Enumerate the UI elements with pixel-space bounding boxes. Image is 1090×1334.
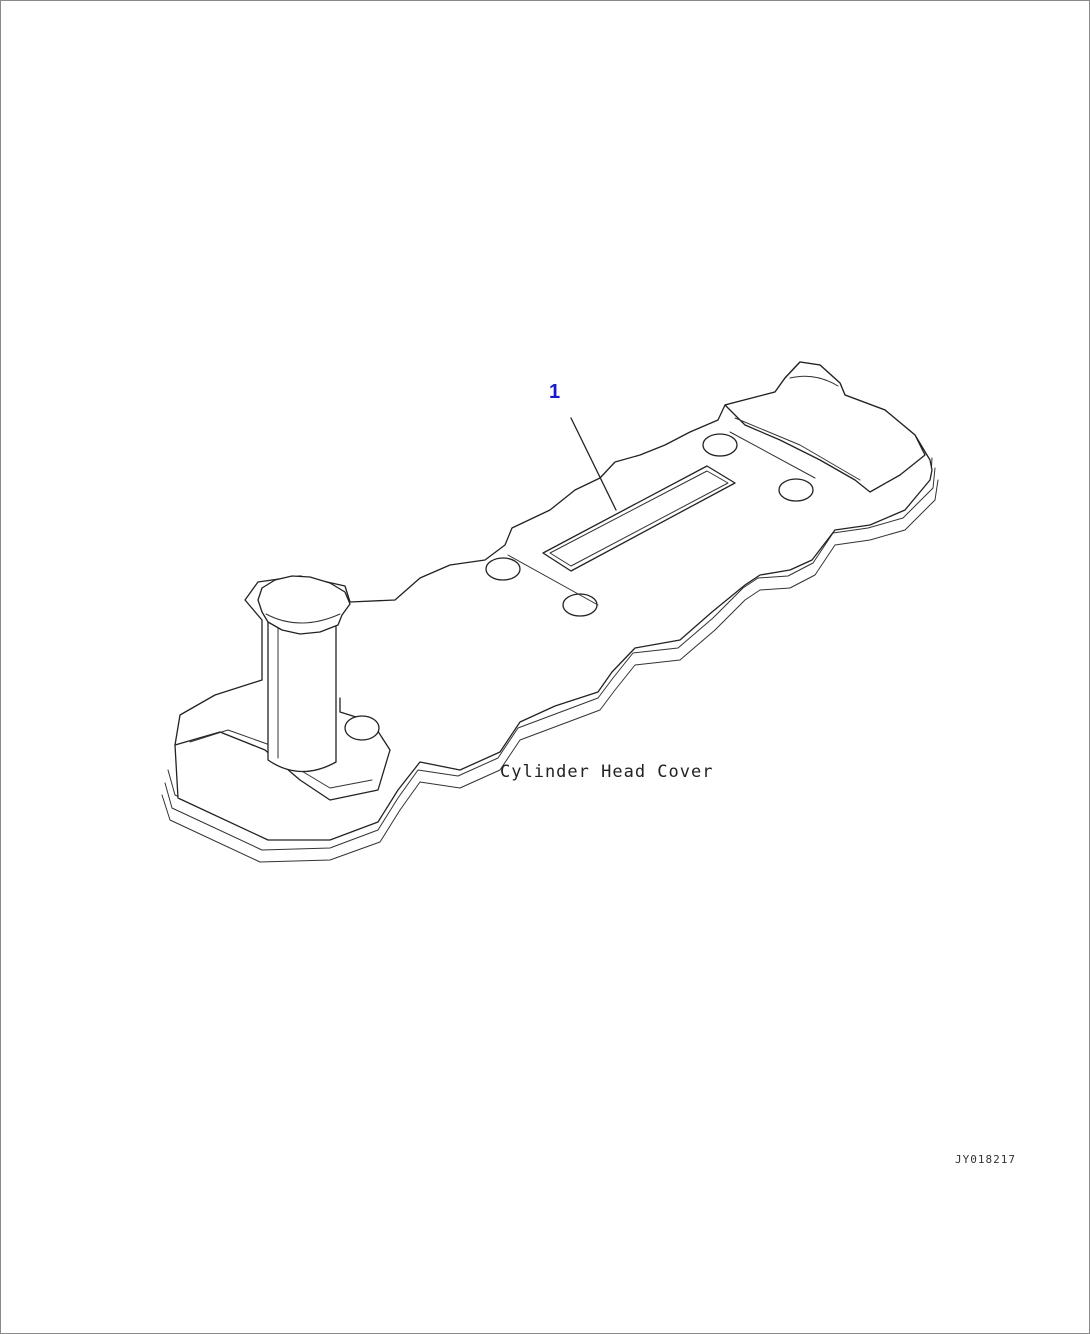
callout-leader-line [570, 417, 617, 511]
part-name-label: Cylinder Head Cover [500, 762, 714, 782]
bolt-hole-rear-right [778, 478, 814, 502]
caution-plate-inner [549, 470, 729, 567]
oil-filler-cap-lip [265, 613, 341, 624]
oil-filler-cap-icon [257, 575, 351, 635]
bolt-hole-front-left [344, 715, 380, 741]
bolt-hole-mid-right [562, 593, 598, 617]
breather-housing-edge [734, 417, 861, 481]
cover-rib-mid [507, 554, 599, 606]
oil-filler-pipe [267, 619, 337, 773]
cover-rib-rear [729, 431, 816, 479]
cover-flange-layer-3 [161, 479, 939, 863]
bolt-hole-rear-left [702, 433, 738, 457]
breather-housing-top [789, 375, 839, 387]
drawing-id-label: JY018217 [955, 1153, 1016, 1166]
caution-plate[interactable] [542, 465, 736, 572]
callout-number-1[interactable]: 1 [549, 381, 561, 403]
breather-housing [724, 361, 926, 493]
bolt-hole-mid-left [485, 557, 521, 581]
